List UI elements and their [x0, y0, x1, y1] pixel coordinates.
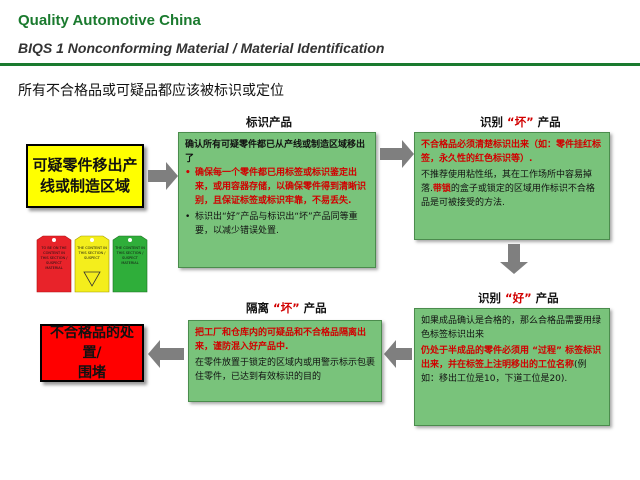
identify-heading: 确认所有可疑零件都已从产线或制造区域移出了 — [185, 140, 366, 164]
arrow-head-right-2 — [402, 140, 414, 168]
tags-illustration: TO BE ON THE CONTENT IN THIS SECTION / S… — [34, 234, 154, 294]
label-isolate-bad-post: 产品 — [299, 301, 327, 315]
identify-bullet-1: • 确保每一个零件都已用标签或标识鉴定出来，或用容器存储，以确保零件得到清晰识别… — [185, 166, 369, 208]
bad-body: 不推荐使用粘性纸，其在工作场所中容易掉落.带锁的盒子或锁定的区域用作标识不合格品… — [421, 168, 603, 210]
label-isolate-bad-quote: “坏” — [273, 301, 300, 315]
disposition-line2: 围堵 — [78, 365, 106, 381]
label-identify-bad-quote: “坏” — [507, 115, 534, 129]
green-tag-text: THE CONTENT IN THIS SECTION / SUSPECT MA… — [115, 246, 145, 265]
box-identify-good: 如果成品确认是合格的，那么合格品需要用绿色标签标识出来 仍处于半成品的零件必须用… — [414, 308, 610, 426]
intro-statement: 所有不合格品或可疑品都应该被标识或定位 — [18, 83, 284, 99]
label-identify-good-pre: 识别 — [478, 291, 506, 305]
box-identify-product: 确认所有可疑零件都已从产线或制造区域移出了 • 确保每一个零件都已用标签或标识鉴… — [178, 132, 376, 268]
isolate-normal-text: 在零件放置于锁定的区域内或用警示标示包裹住零件，已达到有效标识的目的 — [195, 358, 376, 382]
suspect-parts-box: 可疑零件移出产 线或制造区域 — [26, 144, 144, 208]
header-divider — [0, 63, 640, 66]
arrow-left-1 — [396, 348, 412, 360]
arrow-left-2 — [160, 348, 184, 360]
bad-normal-1: 不推荐使用粘性纸，其在工作场所中容易掉落. — [421, 170, 593, 194]
box-identify-bad: 不合格品必须清楚标识出来（如：零件挂红标签，永久性的红色标识等）. 不推荐使用粘… — [414, 132, 610, 240]
box-isolate-bad: 把工厂和仓库内的可疑品和不合格品隔离出来，谨防混入好产品中. 在零件放置于锁定的… — [188, 320, 382, 402]
bullet-dot: • — [185, 212, 191, 222]
good-normal-2: (例如：移出工位是10，下道工位是20). — [421, 360, 587, 384]
arrow-head-left-2 — [148, 340, 160, 368]
label-identify-bad: 识别 “坏” 产品 — [480, 114, 561, 130]
disposition-box: 不合格品的处置/ 围堵 — [40, 324, 144, 382]
slide-subtitle: BIQS 1 Nonconforming Material / Material… — [18, 40, 385, 56]
arrow-down — [508, 244, 520, 264]
label-identify-bad-post: 产品 — [533, 115, 561, 129]
tags-graphic — [36, 235, 148, 293]
red-tag-icon — [36, 235, 72, 293]
identify-bullet-1-text: 确保每一个零件都已用标签或标识鉴定出来，或用容器存储，以确保零件得到清晰识别，且… — [195, 168, 367, 206]
company-title: Quality Automotive China — [18, 12, 201, 29]
label-identify-good-post: 产品 — [531, 291, 559, 305]
identify-bullet-2-text: 标识出“好”产品与标识出“坏”产品同等重要，以减少错误处置. — [195, 212, 358, 236]
identify-bullet-2: • 标识出“好”产品与标识出“坏”产品同等重要，以减少错误处置. — [185, 210, 369, 238]
label-identify-product: 标识产品 — [246, 115, 292, 129]
bad-red-text: 不合格品必须清楚标识出来（如：零件挂红标签，永久性的红色标识等）. — [421, 140, 602, 164]
green-tag-icon — [112, 235, 148, 293]
arrow-right-1 — [148, 170, 168, 182]
bad-red-inline: 带锁 — [432, 184, 451, 194]
good-normal-1: 如果成品确认是合格的，那么合格品需要用绿色标签标识出来 — [421, 316, 602, 340]
red-tag-text: TO BE ON THE CONTENT IN THIS SECTION / S… — [40, 246, 68, 270]
label-identify-good-quote: “好” — [505, 291, 532, 305]
label-identify-bad-pre: 识别 — [480, 115, 508, 129]
arrow-head-down — [500, 262, 528, 274]
label-isolate-bad: 隔离 “坏” 产品 — [246, 300, 327, 316]
label-isolate-bad-pre: 隔离 — [246, 301, 274, 315]
arrow-right-2 — [380, 148, 404, 160]
label-identify-good: 识别 “好” 产品 — [478, 290, 559, 306]
disposition-line1: 不合格品的处置/ — [50, 325, 134, 361]
isolate-red-text: 把工厂和仓库内的可疑品和不合格品隔离出来，谨防混入好产品中. — [195, 328, 367, 352]
yellow-tag-text: THE CONTENT IN THIS SECTION / SUSPECT — [77, 246, 107, 260]
yellow-tag-icon — [74, 235, 110, 293]
good-body: 仍处于半成品的零件必须用 “过程” 标签标识出来，并在标签上注明移出的工位名称(… — [421, 344, 603, 386]
suspect-parts-line2: 线或制造区域 — [39, 177, 130, 195]
bad-normal-2: 的盒子或锁定的区域用作标识不合格品是可被接受的方法. — [421, 184, 595, 208]
good-red-text: 仍处于半成品的零件必须用 “过程” 标签标识出来，并在标签上注明移出的工位名称 — [421, 346, 602, 370]
arrow-head-right-1 — [166, 162, 178, 190]
suspect-parts-line1: 可疑零件移出产 — [32, 156, 138, 174]
bullet-dot: • — [185, 168, 191, 178]
arrow-head-left-1 — [384, 340, 396, 368]
